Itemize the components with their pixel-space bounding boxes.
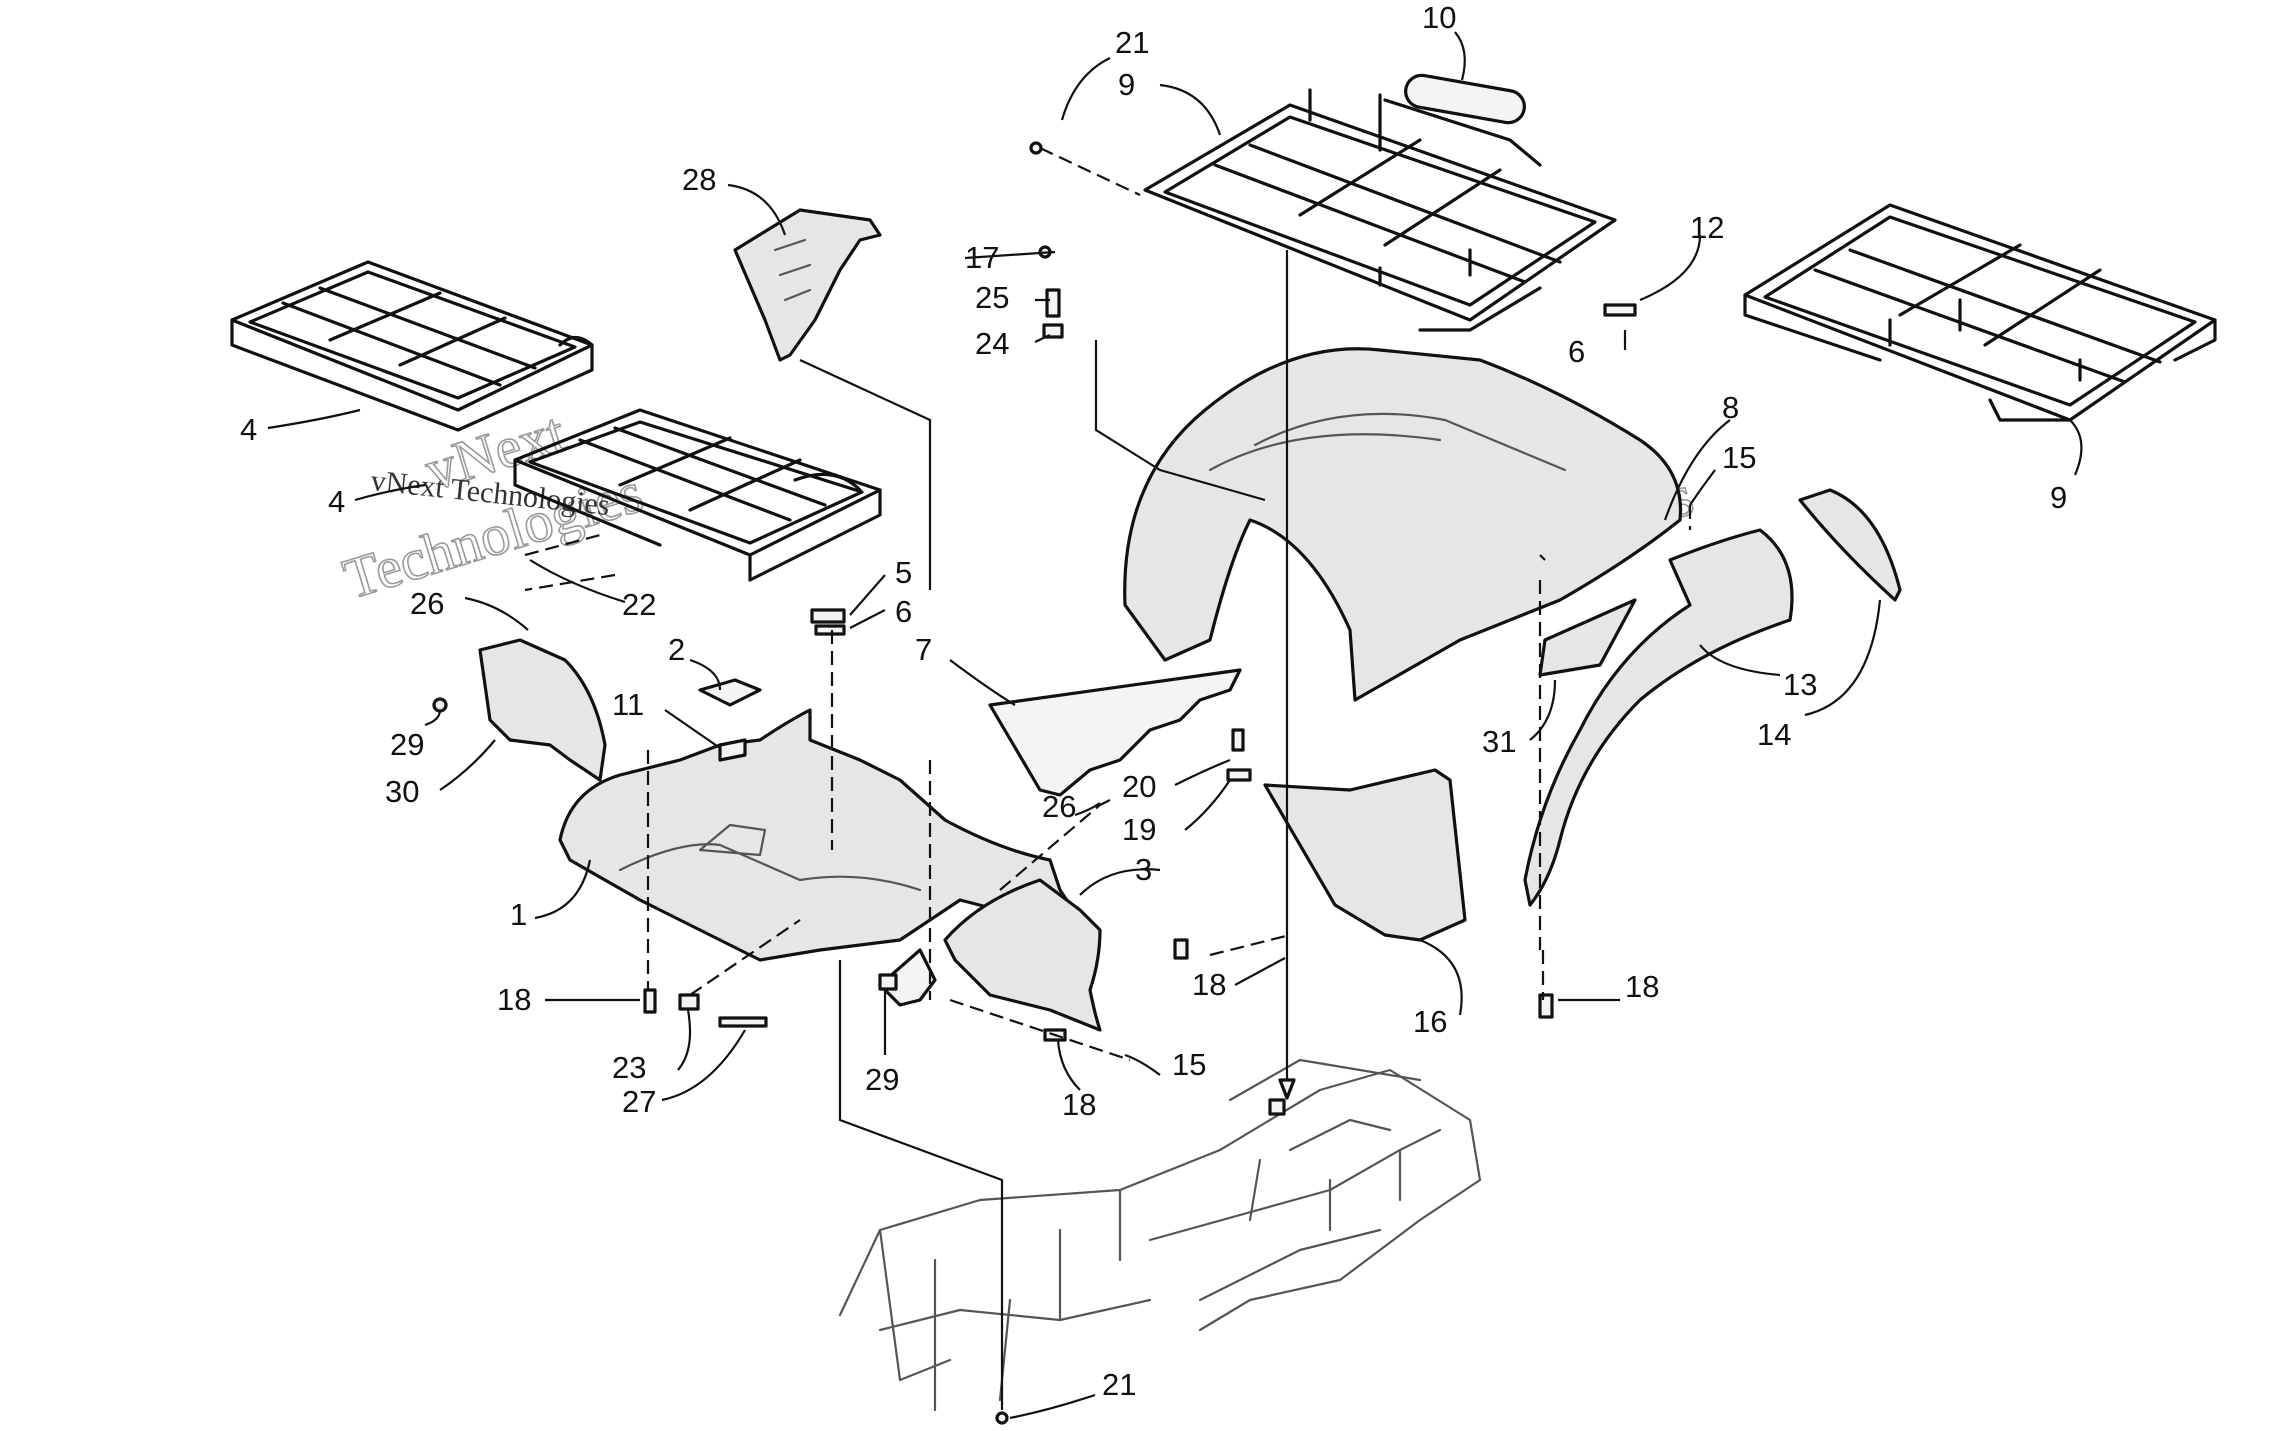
fuel-cap xyxy=(698,678,762,707)
front-mudguard xyxy=(478,638,607,782)
rear-rack-right xyxy=(1743,203,2217,422)
washer-19 xyxy=(1226,768,1252,782)
bolt-21b xyxy=(995,1411,1009,1425)
callout-25: 25 xyxy=(975,280,1009,315)
callout-18-left: 18 xyxy=(497,982,531,1017)
callout-10: 10 xyxy=(1422,0,1456,35)
callout-7: 7 xyxy=(915,632,932,667)
callout-31: 31 xyxy=(1482,724,1516,759)
rubber-pad-6 xyxy=(814,624,846,636)
cap-bracket xyxy=(718,738,747,762)
callout-11: 11 xyxy=(612,687,644,722)
callout-20: 20 xyxy=(1122,769,1156,804)
callout-2: 2 xyxy=(668,632,685,667)
callout-6-right: 6 xyxy=(1568,334,1585,369)
callout-15-lower: 15 xyxy=(1172,1047,1206,1082)
rear-rack-top xyxy=(1143,73,1617,332)
callout-13: 13 xyxy=(1783,667,1817,702)
nut-24 xyxy=(1042,323,1064,339)
rubber-pad-12 xyxy=(1603,303,1637,317)
callout-leaders xyxy=(267,31,2083,1420)
inner-fender xyxy=(943,878,1102,1032)
callout-24: 24 xyxy=(975,326,1009,361)
bolt-25 xyxy=(1045,288,1061,318)
callout-18-right: 18 xyxy=(1625,969,1659,1004)
rack-bumper-pad xyxy=(1404,73,1526,125)
callout-3: 3 xyxy=(1135,852,1152,887)
rear-fender-flare xyxy=(1523,528,1794,907)
callout-26-left: 26 xyxy=(410,586,444,621)
callout-12: 12 xyxy=(1690,210,1724,245)
nut-29b xyxy=(878,973,898,991)
callout-5: 5 xyxy=(895,555,912,590)
bolt-18b xyxy=(1173,938,1189,960)
callout-22: 22 xyxy=(622,587,656,622)
bolt-21a xyxy=(1029,141,1043,155)
callout-15-upper: 15 xyxy=(1722,440,1756,475)
hardware xyxy=(432,141,1637,1425)
callout-18-center: 18 xyxy=(1192,967,1226,1002)
callout-9-top: 9 xyxy=(1118,67,1135,102)
bolt-20 xyxy=(1231,728,1245,752)
callout-26-center: 26 xyxy=(1042,789,1076,824)
callout-27: 27 xyxy=(622,1084,656,1119)
side-plate xyxy=(1798,488,1902,602)
rubber-pad-5 xyxy=(810,608,846,624)
callout-9-right: 9 xyxy=(2050,480,2067,515)
bolt-18a xyxy=(643,988,657,1014)
side-panel xyxy=(988,668,1242,797)
callout-21-bottom: 21 xyxy=(1102,1367,1136,1402)
callout-4-lower: 4 xyxy=(328,484,345,519)
callout-29-left: 29 xyxy=(390,727,424,762)
front-fender-body xyxy=(558,708,1082,962)
chassis-frame xyxy=(838,1058,1482,1412)
callout-28: 28 xyxy=(682,162,716,197)
bolt-27 xyxy=(718,1016,768,1028)
callout-4-upper: 4 xyxy=(240,412,257,447)
bolt-18c xyxy=(1538,993,1554,1019)
callout-21-top: 21 xyxy=(1115,25,1149,60)
splash-flap xyxy=(878,948,937,1007)
headlight-pod xyxy=(733,208,882,362)
assembly-lines xyxy=(524,147,1692,1410)
callout-19: 19 xyxy=(1122,812,1156,847)
callout-29-center: 29 xyxy=(865,1062,899,1097)
callout-6-center: 6 xyxy=(895,594,912,629)
stud-frame xyxy=(1268,1098,1286,1116)
callout-1: 1 xyxy=(510,897,527,932)
fender-panel xyxy=(1538,598,1637,677)
callout-16: 16 xyxy=(1413,1004,1447,1039)
rear-fender-body xyxy=(1123,347,1683,702)
front-rack-lower xyxy=(513,408,882,582)
front-rack-upper xyxy=(230,260,594,432)
callout-23: 23 xyxy=(612,1050,646,1085)
callout-18-lower: 18 xyxy=(1062,1087,1096,1122)
callouts: 21 10 9 28 17 25 24 12 6 8 15 9 4 4 22 2… xyxy=(240,0,2067,1402)
nut-29a xyxy=(432,697,448,713)
mud-flap xyxy=(1263,768,1467,942)
washer-23 xyxy=(678,993,700,1011)
callout-8: 8 xyxy=(1722,390,1739,425)
callout-14: 14 xyxy=(1757,717,1791,752)
callout-30: 30 xyxy=(385,774,419,809)
callout-17: 17 xyxy=(965,240,999,275)
